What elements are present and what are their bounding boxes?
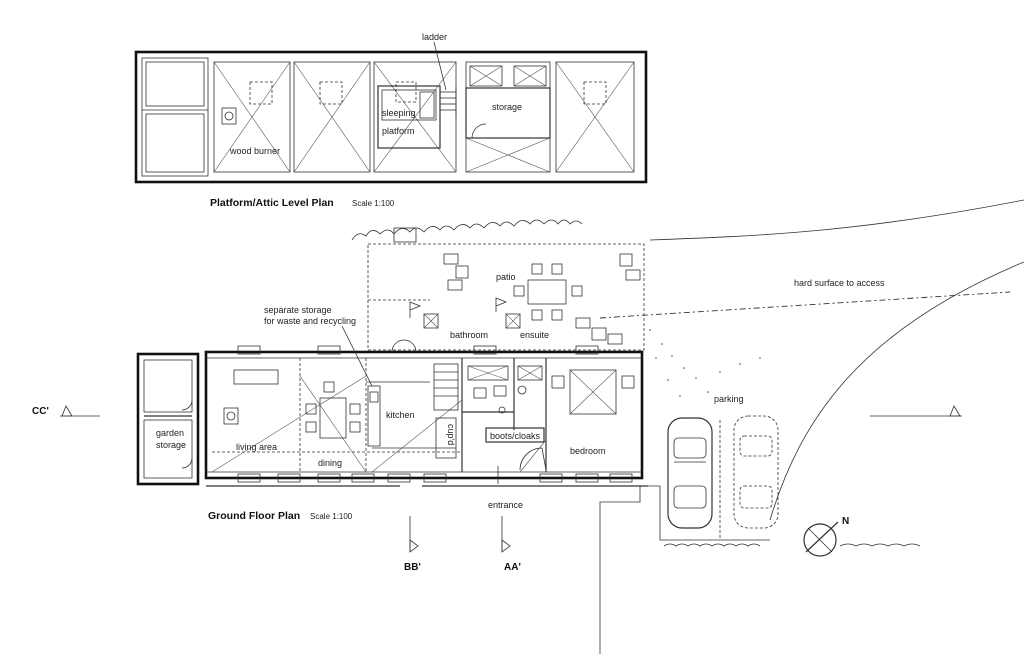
label-bathroom: bathroom [450, 330, 488, 340]
label-garden: garden [156, 428, 184, 438]
label-section-aa: AA' [504, 562, 521, 573]
section-marker-cc [60, 405, 962, 417]
label-cupd: cup'd [446, 424, 456, 445]
windows-north [237, 345, 599, 355]
ground-plan-title: Ground Floor Plan [208, 510, 300, 522]
label-waste-recycling: for waste and recycling [264, 316, 356, 326]
label-storage: storage [492, 102, 522, 112]
rooflight-icon [423, 313, 439, 329]
north-arrow-icon [803, 521, 839, 557]
attic-outer-wall [134, 50, 648, 184]
windows-south [237, 473, 633, 483]
attic-bay-1 [213, 61, 291, 173]
paving-stones [443, 253, 641, 345]
label-section-cc: CC' [32, 406, 49, 417]
hedge [351, 219, 583, 241]
attic-end-bay [141, 57, 209, 177]
label-hard-surface: hard surface to access [794, 278, 885, 288]
section-marker-aa [501, 516, 511, 553]
attic-bay-4 [465, 61, 551, 173]
bed-icon [551, 369, 635, 415]
ground-plan-scale: Scale 1:100 [310, 512, 353, 521]
label-ladder: ladder [422, 32, 447, 42]
dining-table-set [305, 381, 361, 439]
label-parking: parking [714, 394, 744, 404]
label-bedroom: bedroom [570, 446, 606, 456]
label-sleeping: sleeping [382, 108, 416, 118]
access-curve [769, 261, 1024, 521]
boots-cloaks-bench [485, 427, 545, 443]
garden-storage [136, 352, 200, 486]
ground-floor-plan: separate storage for waste and recycling… [32, 243, 962, 573]
gravel-dots [649, 329, 761, 397]
wood-burner-icon [221, 107, 237, 125]
patio-table-set [513, 263, 583, 321]
bin-store [393, 227, 417, 243]
attic-bay-2 [293, 61, 371, 173]
field-boundary [649, 199, 1024, 241]
kitchen-counter [367, 385, 381, 447]
attic-bay-5 [555, 61, 635, 173]
label-section-bb: BB' [404, 562, 421, 573]
patio-boundary [367, 243, 645, 351]
hard-surface-line [599, 291, 1011, 319]
label-patio: patio [496, 272, 516, 282]
attic-plan-scale: Scale 1:100 [352, 199, 395, 208]
label-wood-burner: wood burner [229, 146, 280, 156]
stone-edge [663, 543, 761, 547]
stair-icon [433, 363, 459, 411]
storage-room [465, 87, 551, 139]
ladder-icon [439, 86, 457, 118]
label-kitchen: kitchen [386, 410, 415, 420]
label-north: N [842, 516, 849, 527]
attic-plan-title: Platform/Attic Level Plan [210, 197, 334, 209]
cupboard [435, 417, 457, 459]
section-marker-bb [409, 516, 419, 553]
label-boots-cloaks: boots/cloaks [490, 431, 541, 441]
site-context: hard surface to access parking [351, 199, 1024, 654]
sofa [233, 369, 279, 385]
label-entrance: entrance [488, 500, 523, 510]
label-garden-storage: storage [156, 440, 186, 450]
wood-burner-ground-icon [223, 407, 239, 425]
parked-car-dashed [733, 415, 779, 529]
label-living-area: living area [236, 442, 277, 452]
label-platform: platform [382, 126, 415, 136]
rooflight-icon [505, 313, 521, 329]
label-separate-storage: separate storage [264, 305, 332, 315]
label-ensuite: ensuite [520, 330, 549, 340]
parked-car-solid [667, 417, 713, 529]
bath-icon [467, 365, 509, 381]
house-outer-wall [204, 350, 644, 480]
label-dining: dining [318, 458, 342, 468]
attic-plan: ladder sleeping platform storage wood bu… [134, 32, 648, 209]
